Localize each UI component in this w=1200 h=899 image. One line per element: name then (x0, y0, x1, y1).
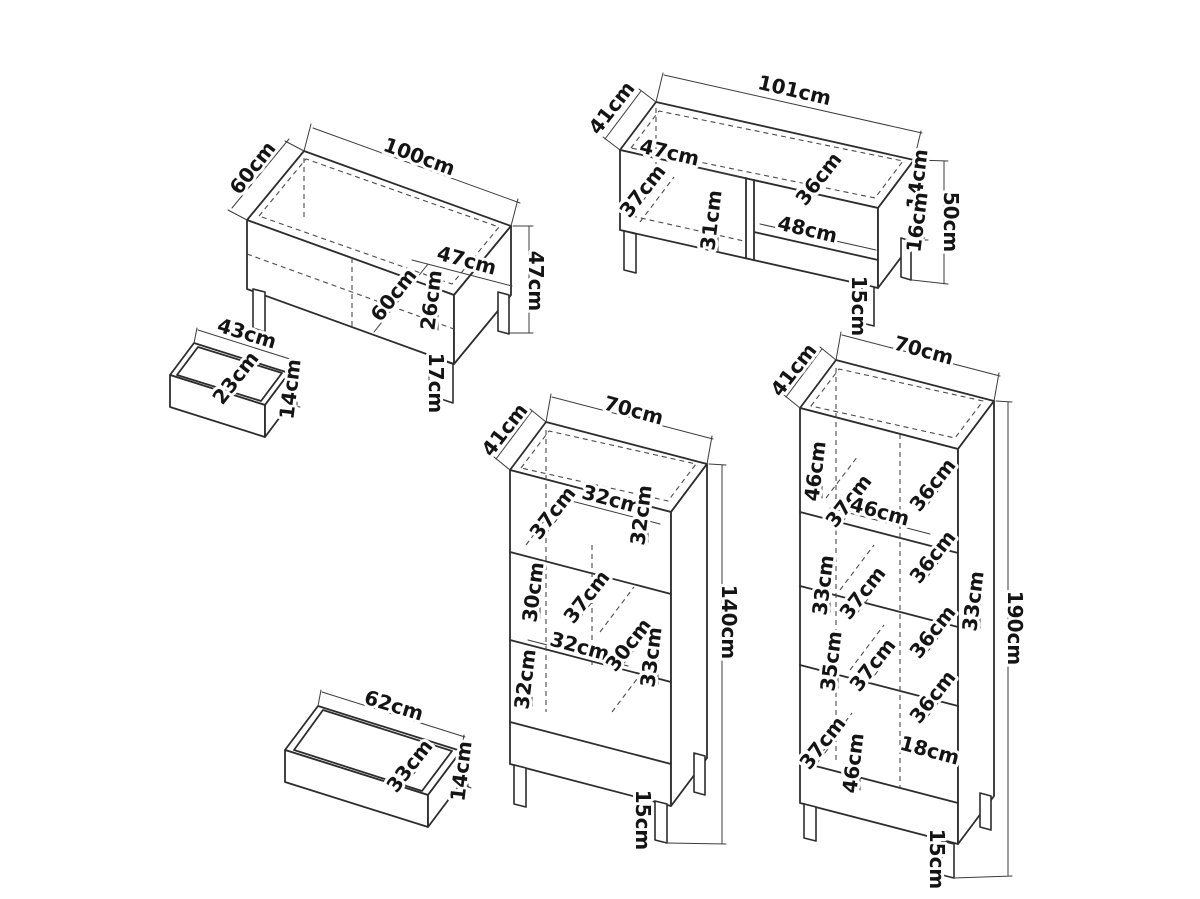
tall-cabinet: 41cm 70cm 46cm 37cm 36cm 46cm 36cm 33cm … (762, 328, 1030, 892)
dim-tall-leg-height: 15cm (925, 829, 949, 890)
coffee-table-legs (252, 288, 510, 404)
tv-stand-dimension-lines (602, 72, 949, 326)
dim-cabinet-leg-height: 15cm (631, 790, 655, 851)
cabinet-drawer: 62cm 33cm 14cm (284, 682, 480, 828)
dim-coffee-side-height: 47cm (524, 251, 548, 312)
dim-drawer-a-height: 14cm (274, 358, 305, 421)
cabinet: 41cm 70cm 37cm 32cm 32cm 30cm 37cm 32cm … (473, 388, 744, 853)
dim-cabinet-side-height: 140cm (717, 585, 741, 659)
cabinet-side-face (670, 463, 708, 807)
dim-tv-leg-height: 15cm (847, 276, 871, 337)
coffee-table-side-face (453, 225, 512, 365)
dim-tall-side-height: 190cm (1003, 591, 1027, 665)
coffee-table-hidden-lines (246, 158, 500, 330)
dim-coffee-top-width: 100cm (380, 132, 458, 180)
dim-tall-top-width: 70cm (891, 331, 956, 370)
dim-drawer-c-width: 62cm (362, 685, 427, 726)
cabinet-hidden-lines (520, 430, 697, 713)
drawer-a-dimension-lines (193, 327, 301, 408)
dim-tv-side-height: 50cm (939, 192, 963, 253)
drawer-c-dimension-lines (317, 689, 472, 793)
tv-stand-hidden-lines (630, 108, 904, 242)
tv-stand-legs (623, 230, 912, 327)
coffee-table-drawer: 43cm 23cm 14cm (169, 310, 309, 438)
tall-cabinet-side-face (957, 400, 995, 845)
dim-coffee-leg-height: 17cm (424, 353, 448, 414)
tv-stand-side-face (877, 159, 915, 289)
dim-cabinet-top-width: 70cm (601, 391, 666, 430)
tall-cabinet-shelf-lines (799, 511, 959, 804)
coffee-table-dimension-lines (227, 123, 534, 403)
cabinet-shelf-lines (509, 551, 672, 765)
tv-stand-divider (745, 177, 879, 261)
drawer-c-inner-rim (293, 709, 453, 792)
cabinet-dimension-lines (493, 393, 727, 845)
dim-drawer-a-width: 43cm (215, 313, 280, 354)
tv-stand: 41cm 101cm 47cm 37cm 31cm 36cm 48cm 14cm… (580, 67, 966, 339)
tall-cabinet-dimension-lines (783, 331, 1013, 879)
tall-cabinet-hidden-lines (810, 368, 984, 788)
